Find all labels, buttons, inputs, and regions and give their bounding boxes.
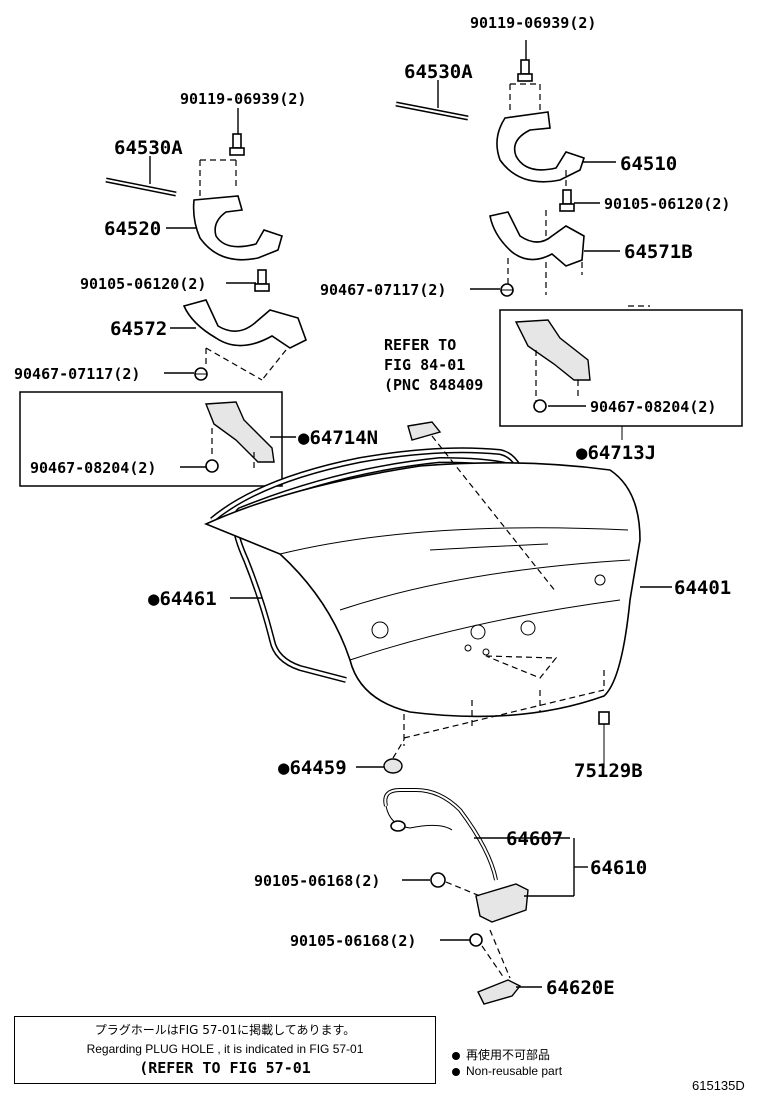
label-75129B: 75129B: [574, 760, 643, 782]
inset-box-right: [499, 309, 743, 427]
cable-64607: [383, 788, 498, 881]
diagram-code: 615135D: [692, 1078, 745, 1093]
clip-75129B: [598, 711, 610, 725]
label-90119-06939-left: 90119-06939(2): [180, 90, 306, 108]
label-64510: 64510: [620, 153, 677, 175]
striker-64620E: [477, 979, 522, 1005]
label-64520: 64520: [104, 218, 161, 240]
label-90105-06168-upper: 90105-06168(2): [254, 872, 380, 890]
label-64610: 64610: [590, 857, 647, 879]
clip-left: [194, 367, 208, 381]
label-90467-07117-left: 90467-07117(2): [14, 365, 140, 383]
legend-japanese: 再使用不可部品: [452, 1046, 550, 1063]
trunk-lid: [203, 435, 641, 746]
label-64571B: 64571B: [624, 241, 693, 263]
bracket-64571B: [489, 211, 585, 267]
label-refer-line3: (PNC 848409: [384, 376, 483, 394]
inset-box-left: [19, 391, 283, 487]
lock-64610: [475, 883, 529, 923]
bracket-64572: [182, 299, 307, 349]
label-64714N: ●64714N: [298, 427, 378, 449]
label-64461: ●64461: [148, 588, 217, 610]
grommet-64459: [383, 758, 403, 774]
label-64572: 64572: [110, 318, 167, 340]
label-64620E: 64620E: [546, 977, 615, 999]
label-64401: 64401: [674, 577, 731, 599]
left-hinge-group: [105, 133, 307, 381]
label-64607: 64607: [506, 828, 563, 850]
label-90467-07117-right: 90467-07117(2): [320, 281, 446, 299]
label-90119-06939-right: 90119-06939(2): [470, 14, 596, 32]
bolt-left-mid: [254, 269, 270, 292]
clip-right: [500, 283, 514, 297]
legend-english: Non-reusable part: [452, 1064, 562, 1078]
bolt-right-top: [517, 59, 533, 82]
lock-assembly: [383, 788, 529, 1005]
label-64530A-left: 64530A: [114, 137, 183, 159]
plug-hole-note: プラグホールはFIG 57-01に掲載してあります。 Regarding PLU…: [14, 1016, 436, 1084]
leader-lines: [149, 40, 672, 988]
note-english: Regarding PLUG HOLE , it is indicated in…: [86, 1042, 364, 1056]
hinge-64520: [192, 195, 283, 261]
note-reference: (REFER TO FIG 57-01: [139, 1059, 311, 1077]
lid-panel-64401: [203, 462, 641, 718]
label-90105-06120-left: 90105-06120(2): [80, 275, 206, 293]
note-japanese: プラグホールはFIG 57-01に掲載してあります。: [94, 1023, 356, 1037]
label-90467-08204-left: 90467-08204(2): [30, 459, 156, 477]
label-90467-08204-right: 90467-08204(2): [590, 398, 716, 416]
label-64459: ●64459: [278, 757, 347, 779]
bullet-icon: [452, 1051, 460, 1060]
label-64713J: ●64713J: [576, 442, 656, 464]
label-90105-06168-lower: 90105-06168(2): [290, 932, 416, 950]
legend-japanese-text: 再使用不可部品: [466, 1048, 551, 1062]
label-90105-06120-right: 90105-06120(2): [604, 195, 730, 213]
bolt-right-mid: [559, 189, 575, 212]
label-refer-line2: FIG 84-01: [384, 356, 465, 374]
bolt-left-top: [229, 133, 245, 156]
inset-left-part: [204, 401, 275, 473]
connector-84-01: [407, 421, 442, 441]
legend-english-text: Non-reusable part: [466, 1064, 563, 1078]
support-rod-right: [395, 101, 469, 121]
bullet-icon: [452, 1067, 460, 1076]
label-64530A-right: 64530A: [404, 61, 473, 83]
right-hinge-group: [395, 59, 586, 297]
support-rod-left: [105, 177, 177, 197]
inset-right-part: [514, 319, 591, 413]
hinge-64510: [496, 111, 586, 183]
label-refer-line1: REFER TO: [384, 336, 456, 354]
